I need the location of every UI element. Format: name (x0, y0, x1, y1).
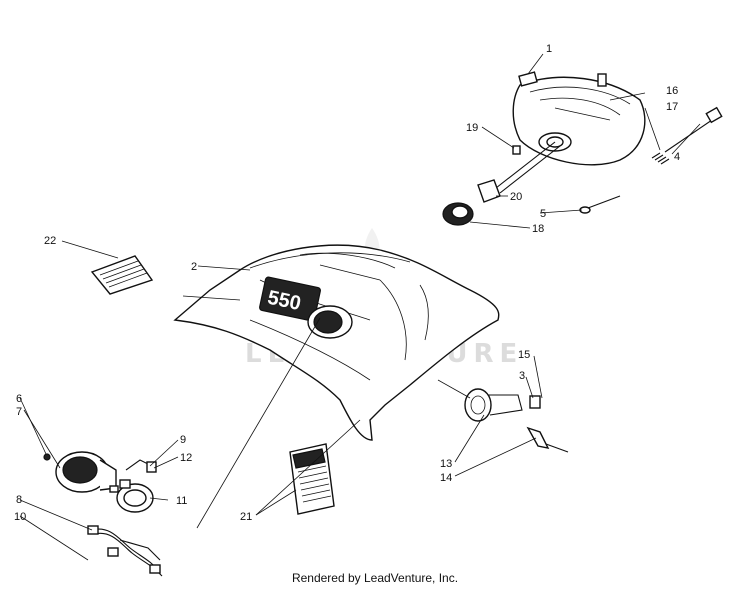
callout-11: 11 (176, 495, 187, 507)
callout-13: 13 (440, 458, 452, 470)
callout-2: 2 (191, 261, 197, 273)
decal-21 (289, 443, 335, 515)
callout-8: 8 (16, 494, 22, 506)
callout-1: 1 (546, 43, 552, 55)
callout-21: 21 (240, 511, 252, 523)
footer-credit: Rendered by LeadVenture, Inc. (291, 571, 459, 585)
wiring-harness (87, 525, 163, 577)
callout-5: 5 (540, 208, 546, 220)
callout-7: 7 (16, 406, 22, 418)
decal-22 (90, 255, 154, 295)
callout-18: 18 (532, 223, 544, 235)
callout-14: 14 (440, 472, 452, 484)
callout-16: 16 (666, 85, 678, 97)
callout-15: 15 (518, 349, 530, 361)
callout-10: 10 (14, 511, 26, 523)
tail-light-assembly (437, 379, 569, 453)
callout-22: 22 (44, 235, 56, 247)
callout-9: 9 (180, 434, 186, 446)
callout-20: 20 (510, 191, 522, 203)
leader-lines (19, 53, 701, 561)
gauge-assembly (43, 451, 157, 513)
hood: 550 (173, 244, 500, 441)
callout-6: 6 (16, 393, 22, 405)
callout-3: 3 (519, 370, 525, 382)
callout-12: 12 (180, 452, 192, 464)
callout-labels: 1 2 3 4 5 6 7 8 9 10 11 12 13 14 15 16 1… (14, 43, 680, 523)
callout-4: 4 (674, 151, 680, 163)
callout-19: 19 (466, 122, 478, 134)
headlight-assembly (442, 71, 723, 226)
callout-17: 17 (666, 101, 678, 113)
